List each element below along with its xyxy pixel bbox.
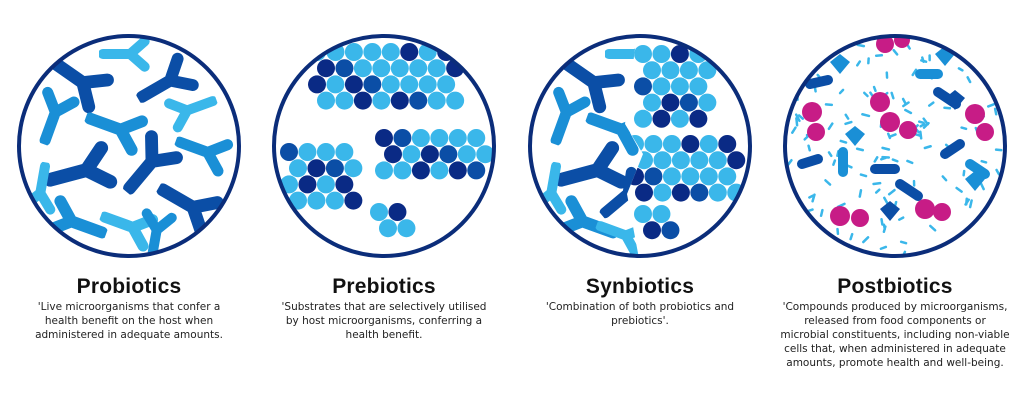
prebiotic-particle-icon	[280, 43, 494, 237]
probiotics-illustration	[4, 34, 254, 264]
panel-title: Probiotics	[4, 275, 254, 299]
prebiotics-panel: Prebiotics 'Substrates that are selectiv…	[259, 0, 509, 403]
panel-description: 'Live microorganisms that confer a healt…	[24, 300, 234, 342]
panel-description: 'Substrates that are selectively utilise…	[279, 300, 489, 342]
panel-title: Prebiotics	[259, 275, 509, 299]
synbiotics-illustration	[515, 34, 765, 264]
postbiotics-panel: Postbiotics 'Compounds produced by micro…	[770, 0, 1011, 403]
panel-title: Postbiotics	[770, 275, 1011, 299]
synbiotics-panel: Synbiotics 'Combination of both probioti…	[515, 0, 765, 403]
prebiotics-illustration	[259, 34, 509, 264]
panel-description: 'Compounds produced by microorganisms, r…	[780, 300, 1010, 370]
panel-title: Synbiotics	[515, 275, 765, 299]
probiotics-panel: Probiotics 'Live microorganisms that con…	[4, 0, 254, 403]
bacteria-icon	[536, 41, 650, 252]
postbiotics-illustration	[770, 34, 1011, 264]
panel-description: 'Combination of both probiotics and preb…	[543, 300, 737, 328]
